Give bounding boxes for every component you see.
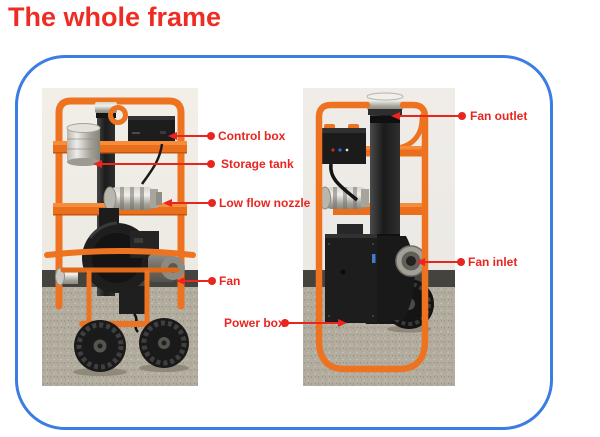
callout-label: Fan outlet <box>470 109 528 123</box>
callout-line <box>287 322 338 324</box>
cart-frame <box>55 97 185 310</box>
arrow-left-icon <box>391 112 400 120</box>
ring-handle <box>108 105 128 125</box>
arrow-right-icon <box>338 319 347 327</box>
page-title: The whole frame <box>8 2 222 32</box>
low-flow-nozzle-part <box>103 186 162 211</box>
callout-line <box>176 135 211 137</box>
right-wheel <box>139 318 189 368</box>
front-view-drawing <box>42 88 198 386</box>
control-box-part <box>128 116 175 144</box>
callout-label: Power box <box>224 316 285 330</box>
callout-line <box>101 163 211 165</box>
callout-line <box>424 261 461 263</box>
callout-dot <box>458 112 466 120</box>
callout-line <box>171 202 212 204</box>
handle-rail <box>44 248 196 258</box>
callout-dot <box>208 277 216 285</box>
left-wheel <box>74 320 126 372</box>
cable <box>329 163 359 202</box>
arrow-left-icon <box>416 258 425 266</box>
callout-label: Control box <box>218 129 286 143</box>
power-box-part <box>325 234 377 323</box>
callout-line <box>399 115 462 117</box>
arrow-left-icon <box>93 160 102 168</box>
control-box-part <box>320 124 366 164</box>
callout-dot <box>207 132 215 140</box>
callout-label: Fan <box>219 274 241 288</box>
motor-top <box>337 224 363 237</box>
callout-label: Low flow nozzle <box>219 196 311 210</box>
arrow-left-icon <box>168 132 177 140</box>
callout-line <box>184 280 212 282</box>
storage-tank-part <box>66 123 101 166</box>
front-view-photo <box>42 88 198 386</box>
junction-box <box>119 286 146 314</box>
arrow-left-icon <box>163 199 172 207</box>
top-shelf <box>53 141 187 154</box>
side-view-drawing <box>303 88 455 386</box>
callout-dot <box>457 258 465 266</box>
side-view-photo <box>303 88 455 386</box>
callout-label: Storage tank <box>221 157 294 171</box>
frame-struts <box>86 270 150 324</box>
fan-inlet-part <box>395 245 427 277</box>
arrow-left-icon <box>176 277 185 285</box>
callout-label: Fan inlet <box>468 255 518 269</box>
frame-border <box>15 55 553 430</box>
callout-dot <box>281 319 289 327</box>
callout-dot <box>207 160 215 168</box>
cart-frame <box>315 101 429 373</box>
callout-dot <box>208 199 216 207</box>
